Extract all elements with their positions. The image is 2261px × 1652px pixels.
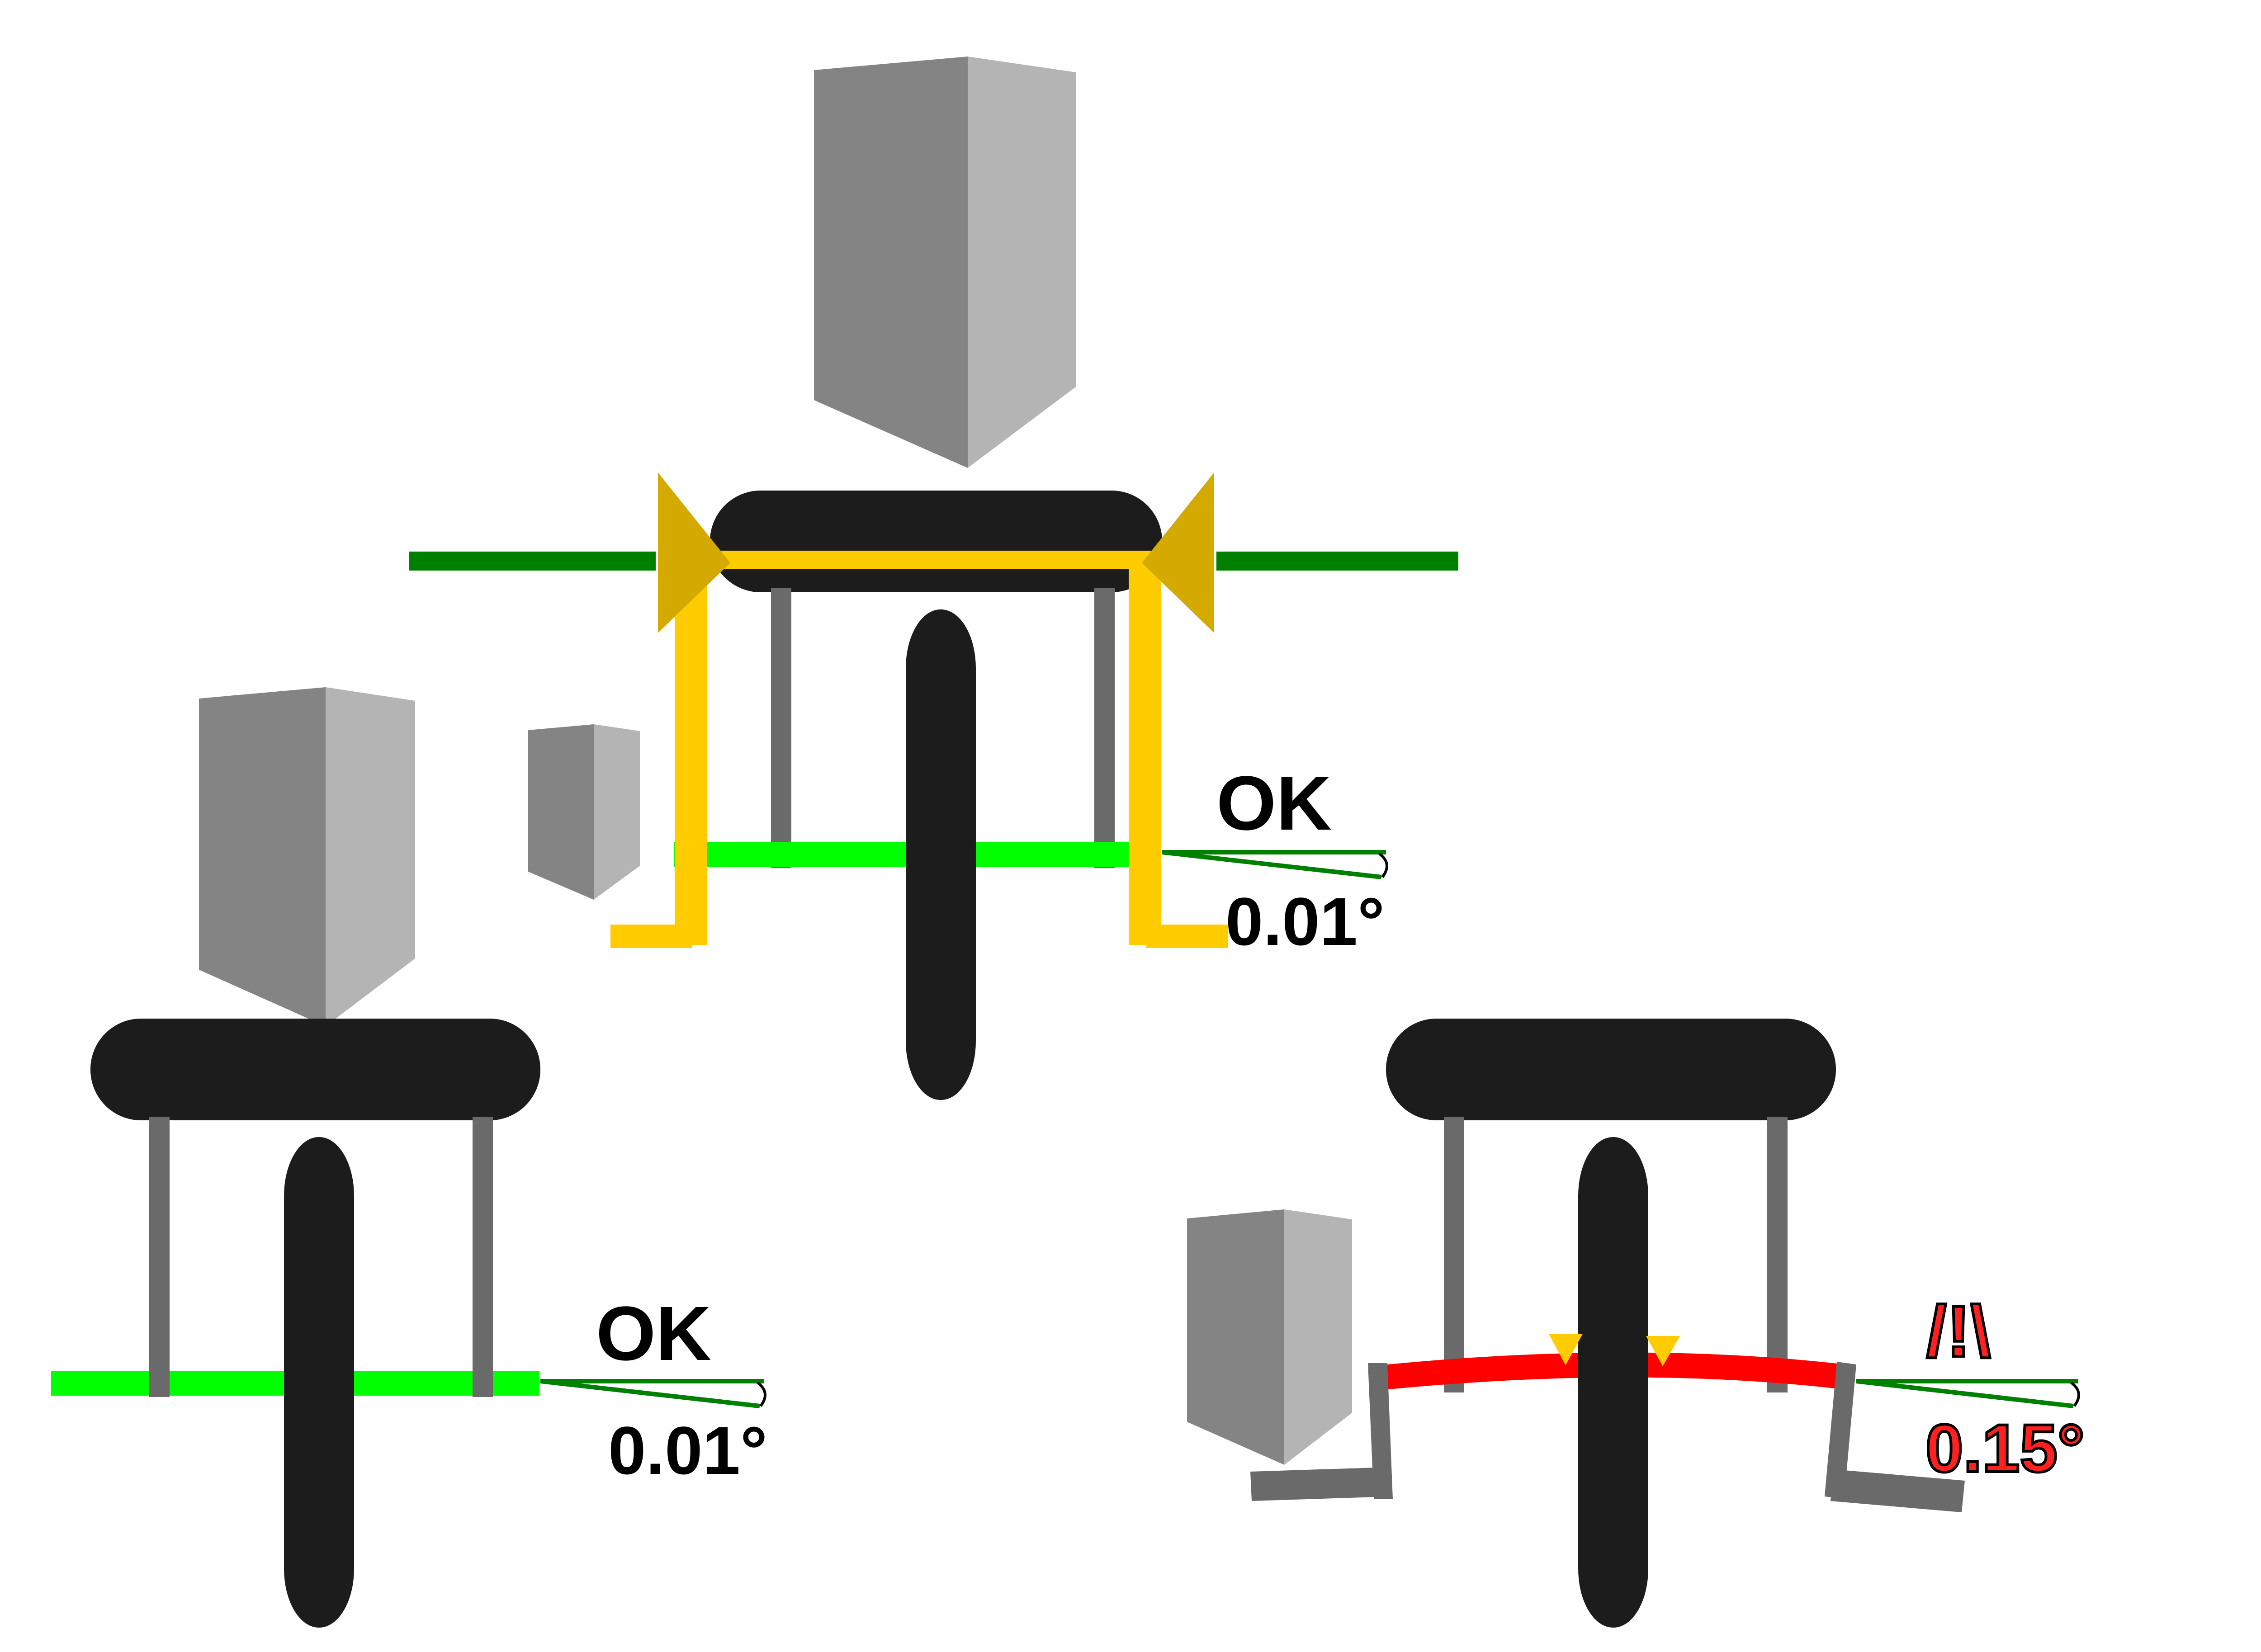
top-leg-right (1094, 588, 1115, 868)
top-assembly: OK 0.01° (409, 57, 1458, 1100)
right-status-label: /!\ (1926, 1291, 1991, 1372)
right-foot-right (1825, 1362, 1965, 1512)
right-leg-left (1444, 1117, 1464, 1392)
right-marker-right (1646, 1336, 1680, 1366)
top-clamp-left (658, 472, 730, 633)
top-status-label: OK (1216, 760, 1332, 846)
left-center-post (284, 1137, 354, 1628)
top-weight-block (814, 57, 1076, 468)
top-small-block (528, 724, 640, 900)
top-axis-line-left (409, 552, 656, 571)
left-leg-left (149, 1117, 170, 1397)
right-angle-indicator (1856, 1379, 2080, 1408)
right-center-post (1578, 1137, 1648, 1628)
top-leg-left (771, 588, 791, 868)
left-angle-indicator (540, 1379, 766, 1408)
left-assembly: OK 0.01° (51, 687, 767, 1628)
right-marker-left (1549, 1334, 1583, 1365)
left-status-label: OK (596, 1291, 711, 1377)
right-leg-right (1767, 1117, 1788, 1392)
right-assembly: /!\ 0.15° (1187, 1019, 2086, 1628)
top-platform (710, 491, 1162, 592)
right-weight-block (1187, 1209, 1352, 1465)
left-leg-right (473, 1117, 493, 1397)
top-axis-line-right (1216, 552, 1458, 571)
top-center-post (906, 609, 976, 1100)
right-platform (1386, 1019, 1836, 1120)
left-platform (90, 1019, 540, 1120)
top-angle-indicator (1162, 850, 1388, 879)
left-angle-value: 0.01° (608, 1412, 767, 1488)
top-clamp-right (1142, 472, 1214, 633)
top-angle-value: 0.01° (1225, 883, 1385, 959)
right-angle-value: 0.15° (1925, 1410, 2085, 1486)
right-foot-left (1250, 1363, 1393, 1501)
left-weight-block (199, 687, 415, 1026)
top-guide-frame (610, 551, 1228, 948)
